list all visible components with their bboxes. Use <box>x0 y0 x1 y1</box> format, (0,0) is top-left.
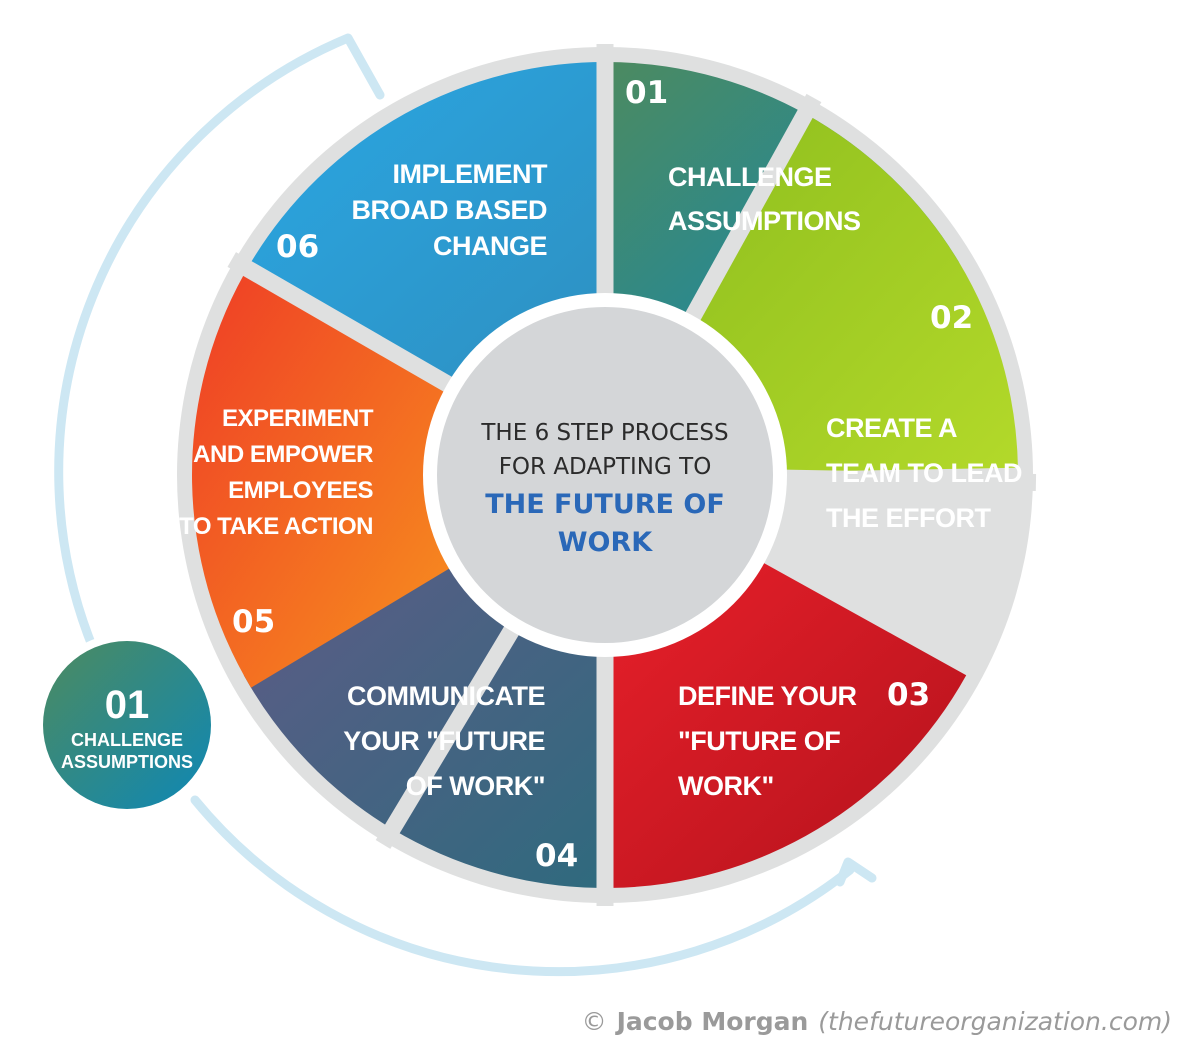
center-title-line-2: FOR ADAPTING TO <box>499 454 712 480</box>
segment-step-03 <box>607 556 967 888</box>
center-title-line-1: THE 6 STEP PROCESS <box>480 420 728 446</box>
step-02: 02 CREATE A TEAM TO LEAD THE EFFORT <box>826 300 1023 533</box>
segment-divider-3 <box>770 469 1037 492</box>
cycle-arc <box>54 33 385 665</box>
step-01: 01 CHALLENGE ASSUMPTIONS <box>625 75 861 236</box>
cycle-arc-bottom <box>190 795 855 977</box>
restart-badge-circle <box>43 641 211 809</box>
step-05-label-line-2: AND EMPOWER <box>193 441 373 468</box>
restart-badge-number: 01 <box>105 683 150 727</box>
step-01-number: 01 <box>625 75 668 111</box>
step-05-number: 05 <box>232 604 275 640</box>
step-03-label-line-1: DEFINE YOUR <box>678 681 857 711</box>
step-06: 06 IMPLEMENT BROAD BASED CHANGE <box>276 159 549 265</box>
step-03-number: 03 <box>887 677 930 713</box>
center-title-highlight-1: THE FUTURE OF <box>485 489 725 520</box>
segment-step-02 <box>686 113 1018 473</box>
step-02-label-line-3: THE EFFORT <box>826 503 991 533</box>
step-03-label-line-2: "FUTURE OF <box>678 726 840 756</box>
step-06-label-line-3: CHANGE <box>433 231 547 261</box>
cycle-arrowhead-icon <box>835 857 877 887</box>
step-06-label-line-1: IMPLEMENT <box>393 159 549 189</box>
step-02-label-line-1: CREATE A <box>826 413 957 443</box>
wheel-segments <box>192 62 1018 888</box>
copyright-icon: © <box>582 1007 607 1036</box>
step-02-label-line-2: TEAM TO LEAD <box>826 458 1022 488</box>
segment-dividers <box>227 44 1037 906</box>
step-02-number: 02 <box>930 300 973 336</box>
center-title: THE 6 STEP PROCESS FOR ADAPTING TO THE F… <box>480 420 728 558</box>
segment-divider-5 <box>375 612 527 849</box>
credit: © Jacob Morgan (thefutureorganization.com) <box>582 1007 1172 1036</box>
step-04-number: 04 <box>535 838 578 874</box>
step-03: 03 DEFINE YOUR "FUTURE OF WORK" <box>678 677 930 801</box>
center-hub <box>437 307 773 643</box>
credit-author: Jacob Morgan <box>615 1007 809 1036</box>
step-05: 05 EXPERIMENT AND EMPOWER EMPLOYEES TO T… <box>179 405 374 640</box>
segment-divider-2 <box>678 93 822 334</box>
center-title-highlight-2: WORK <box>558 527 654 558</box>
step-01-label-line-2: ASSUMPTIONS <box>668 206 861 236</box>
step-05-label-line-1: EXPERIMENT <box>222 405 374 432</box>
restart-badge: 01 CHALLENGE ASSUMPTIONS <box>35 633 219 817</box>
step-03-label-line-3: WORK" <box>678 771 774 801</box>
segment-divider-6 <box>227 252 466 400</box>
restart-badge-line-1: CHALLENGE <box>71 730 183 750</box>
step-06-label-line-2: BROAD BASED <box>351 195 547 225</box>
step-04-label-line-2: YOUR "FUTURE <box>343 726 545 756</box>
step-04: 04 COMMUNICATE YOUR "FUTURE OF WORK" <box>343 681 578 874</box>
step-04-label-line-3: OF WORK" <box>406 771 545 801</box>
restart-badge-line-2: ASSUMPTIONS <box>61 752 193 772</box>
segment-step-06 <box>250 62 613 389</box>
step-05-label-line-4: TO TAKE ACTION <box>179 513 373 540</box>
credit-text: © Jacob Morgan (thefutureorganization.com) <box>582 1007 1172 1036</box>
step-01-label-line-1: CHALLENGE <box>668 162 832 192</box>
step-04-label-line-1: COMMUNICATE <box>347 681 545 711</box>
step-06-number: 06 <box>276 229 319 265</box>
segment-step-05 <box>192 274 461 688</box>
cycle-arrow <box>54 33 877 977</box>
credit-url: (thefutureorganization.com) <box>818 1007 1172 1036</box>
step-05-label-line-3: EMPLOYEES <box>228 477 373 504</box>
